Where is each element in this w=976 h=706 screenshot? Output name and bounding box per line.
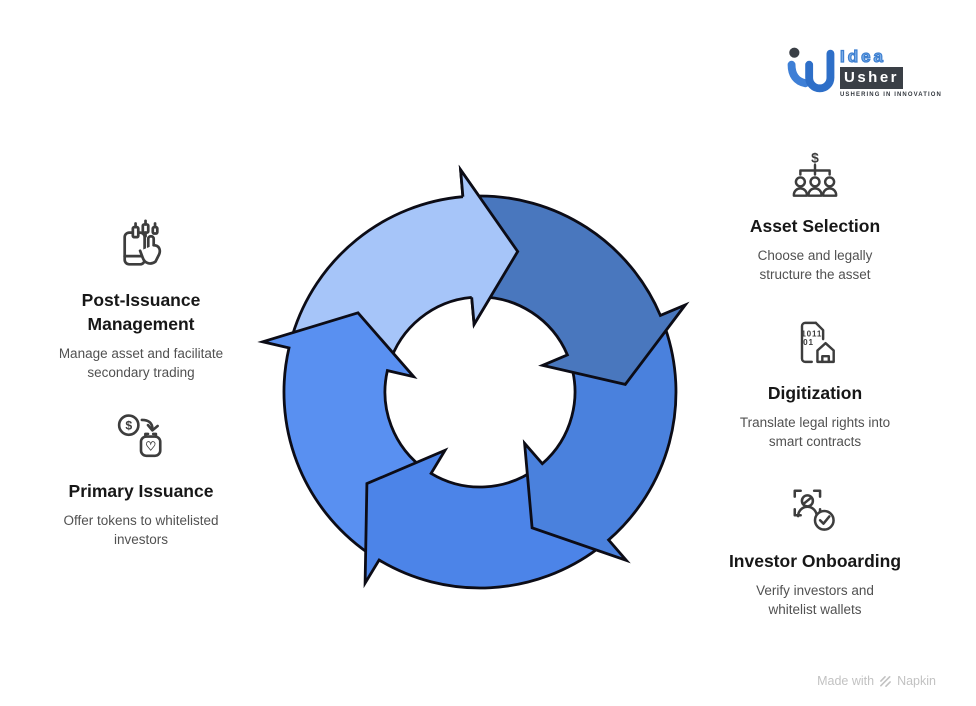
binary-glyph-row1: 1011 — [801, 330, 822, 339]
step-primary-issuance: $ ♡ Primary Issuance Offer tokens to whi… — [21, 412, 261, 549]
step-title: Asset Selection — [749, 216, 881, 236]
logo-brand-top: Idea — [839, 47, 887, 66]
dollar-glyph: $ — [125, 419, 132, 433]
step-subtitle: Translate legal rights into smart contra… — [739, 415, 891, 449]
made-with-napkin: Made with Napkin — [817, 674, 936, 688]
logo-brand-bottom: Usher — [840, 67, 904, 89]
dollar-glyph: $ — [811, 151, 819, 165]
napkin-logo-icon — [880, 675, 892, 687]
cycle-arrow-top-left-head-fill — [460, 169, 518, 325]
dollar-org-icon: $ — [792, 151, 838, 197]
step-title: Primary Issuance — [68, 481, 214, 501]
napkin-brand-label: Napkin — [897, 674, 936, 688]
identity-check-icon — [793, 489, 835, 531]
step-title: Post-Issuance Management — [81, 290, 201, 335]
cycle-arrow-right — [522, 326, 678, 564]
step-subtitle: Choose and legally structure the asset — [757, 248, 873, 282]
step-asset-selection: $ Asset Selection Choose and legally str… — [700, 151, 930, 284]
cycle-arrow-top-right — [475, 194, 690, 386]
binary-document-house-icon: 1011 01 — [800, 321, 835, 364]
step-subtitle: Manage asset and facilitate secondary tr… — [58, 346, 224, 380]
heart-glyph: ♡ — [145, 440, 156, 454]
made-with-label: Made with — [817, 674, 875, 688]
step-digitization: 1011 01 Digitization Translate legal rig… — [700, 318, 930, 451]
logo-tagline: USHERING IN INNOVATION — [840, 92, 942, 98]
step-post-issuance-management: Post-Issuance Management Manage asset an… — [21, 219, 261, 383]
step-subtitle: Offer tokens to whitelisted investors — [63, 513, 219, 547]
step-subtitle: Verify investors and whitelist wallets — [756, 583, 874, 617]
step-investor-onboarding: Investor Onboarding Verify investors and… — [695, 484, 935, 619]
binary-glyph-row2: 01 — [803, 338, 814, 347]
idea-usher-logo: Idea Usher USHERING IN INNOVATION — [786, 44, 942, 104]
coin-to-jar-icon: $ ♡ — [117, 414, 162, 458]
cycle-arrow-top-left-head-outline — [458, 164, 520, 329]
step-title: Investor Onboarding — [728, 551, 902, 571]
idea-usher-mark-icon — [787, 47, 835, 93]
cycle-diagram — [257, 164, 690, 590]
phone-trading-icon — [123, 219, 162, 266]
step-title: Digitization — [767, 383, 863, 403]
